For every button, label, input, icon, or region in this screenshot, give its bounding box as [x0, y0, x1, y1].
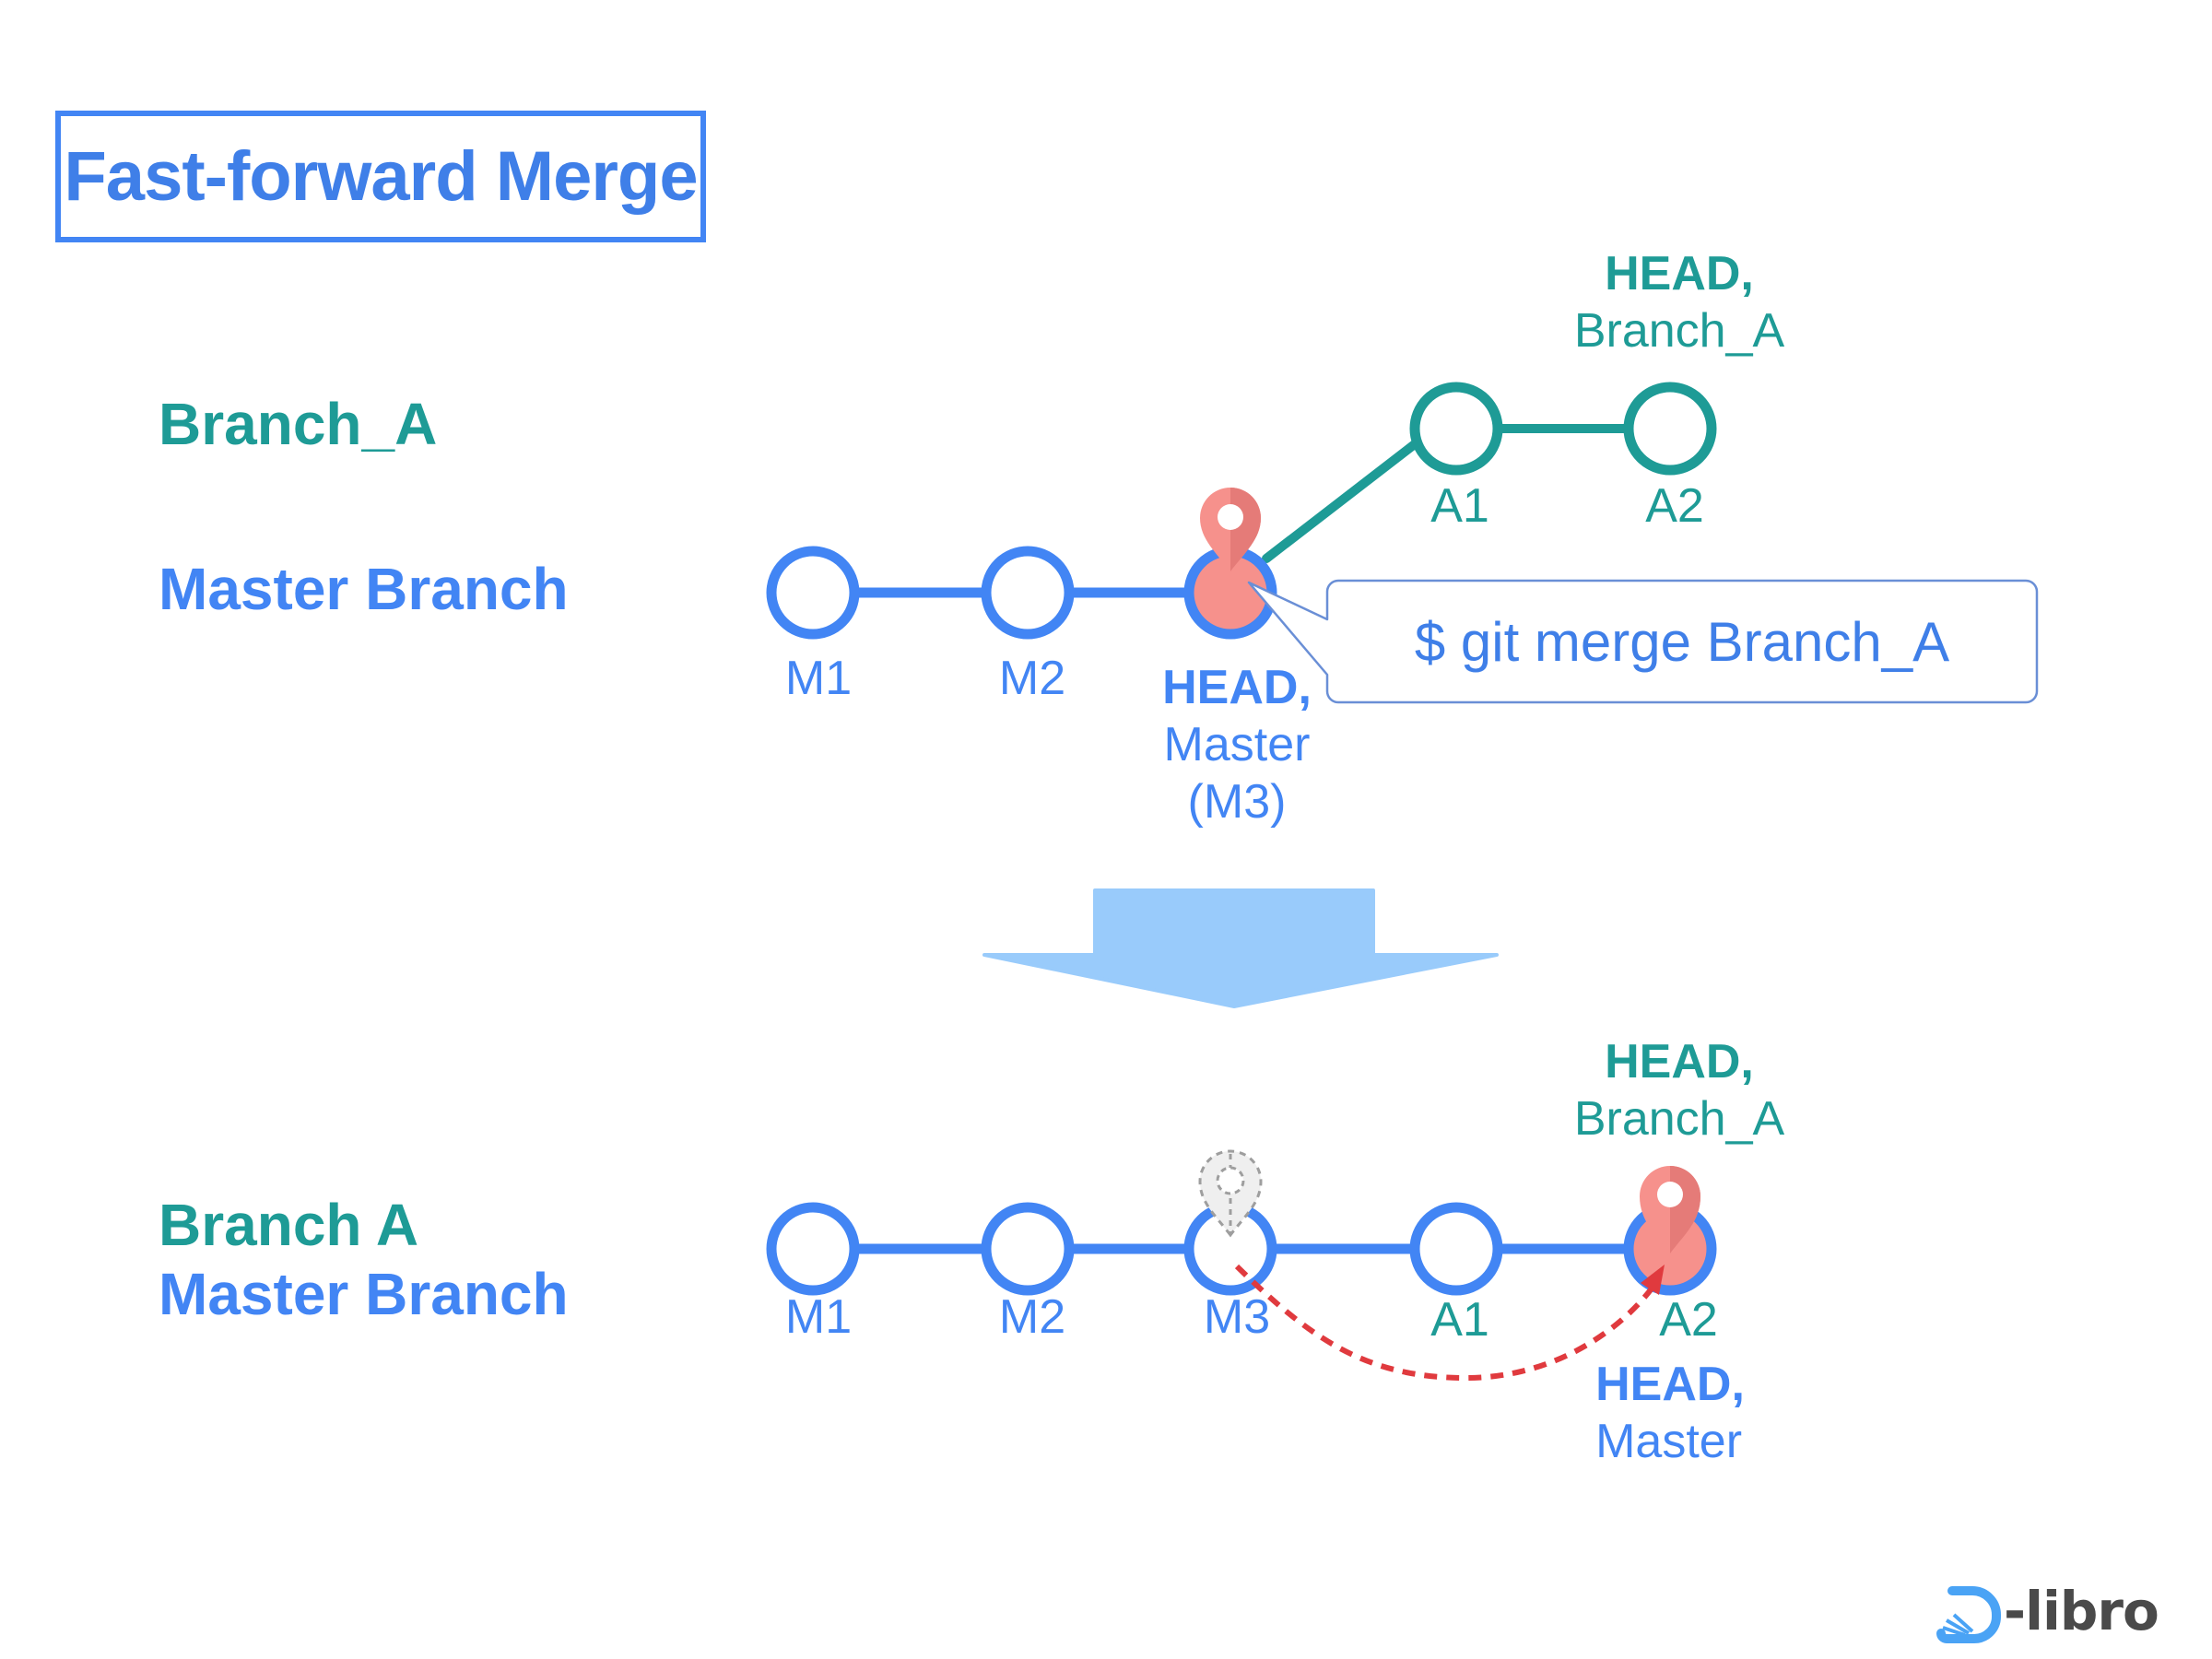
commit-label-m1: M1 — [784, 652, 853, 705]
commit-label-a1: A1 — [1430, 479, 1489, 533]
head-master-pointer-label: HEAD, Master (M3) — [1162, 659, 1312, 830]
transition-arrow — [982, 888, 1499, 1008]
row-label-branch-after: Branch A — [159, 1192, 419, 1258]
commit-node-m1 — [766, 546, 860, 640]
commit-node-a1 — [1409, 382, 1503, 476]
commit-label-bottom-m1: M1 — [784, 1290, 853, 1344]
commit-label-m2: M2 — [998, 652, 1066, 705]
logo-text: -libro — [2004, 1580, 2159, 1642]
commit-node-a2 — [1623, 382, 1717, 476]
commit-label-bottom-m2: M2 — [998, 1290, 1066, 1344]
git-command-text: $ git merge Branch_A — [1414, 610, 1950, 673]
master-label: Master — [1163, 718, 1311, 771]
row-label-branch: Branch_A — [159, 391, 438, 457]
head-label: HEAD, — [1595, 1358, 1745, 1411]
title-box: Fast-forward Merge — [55, 111, 706, 242]
head-pin-icon-bottom — [1640, 1166, 1700, 1253]
head-label: HEAD, — [1605, 1035, 1754, 1088]
head-move-arrow — [1234, 1264, 1665, 1382]
head-branch-pointer-label-after: HEAD, Branch_A — [1574, 1033, 1784, 1147]
head-branch-pointer-label: HEAD, Branch_A — [1574, 245, 1784, 359]
d-libro-book-icon — [1936, 1586, 2001, 1643]
commit-label-a2: A2 — [1645, 479, 1704, 533]
commit-label-bottom-m3: M3 — [1203, 1290, 1271, 1344]
branch-label: Branch_A — [1573, 1092, 1785, 1146]
commit-label-bottom-a2: A2 — [1659, 1293, 1718, 1347]
head-pin-icon — [1200, 488, 1261, 571]
commit-node-bottom-m2 — [981, 1202, 1075, 1296]
d-libro-logo: -libro — [2000, 1580, 2159, 1642]
edge-m3-a1 — [1262, 436, 1424, 563]
row-label-master: Master Branch — [159, 556, 569, 622]
previous-head-pin-icon — [1198, 1149, 1263, 1238]
m3-label: (M3) — [1187, 775, 1287, 829]
head-master-pointer-label-after: HEAD, Master — [1595, 1356, 1745, 1470]
command-callout — [1247, 579, 2039, 704]
commit-node-m2 — [981, 546, 1075, 640]
head-label: HEAD, — [1605, 247, 1754, 300]
master-label: Master — [1595, 1415, 1743, 1468]
head-label: HEAD, — [1162, 661, 1312, 714]
row-label-master-after: Master Branch — [159, 1261, 569, 1327]
commit-node-bottom-m1 — [766, 1202, 860, 1296]
page-title: Fast-forward Merge — [64, 137, 698, 216]
commit-label-bottom-a1: A1 — [1430, 1293, 1489, 1347]
commit-node-bottom-a1 — [1409, 1202, 1503, 1296]
branch-label: Branch_A — [1573, 304, 1785, 358]
